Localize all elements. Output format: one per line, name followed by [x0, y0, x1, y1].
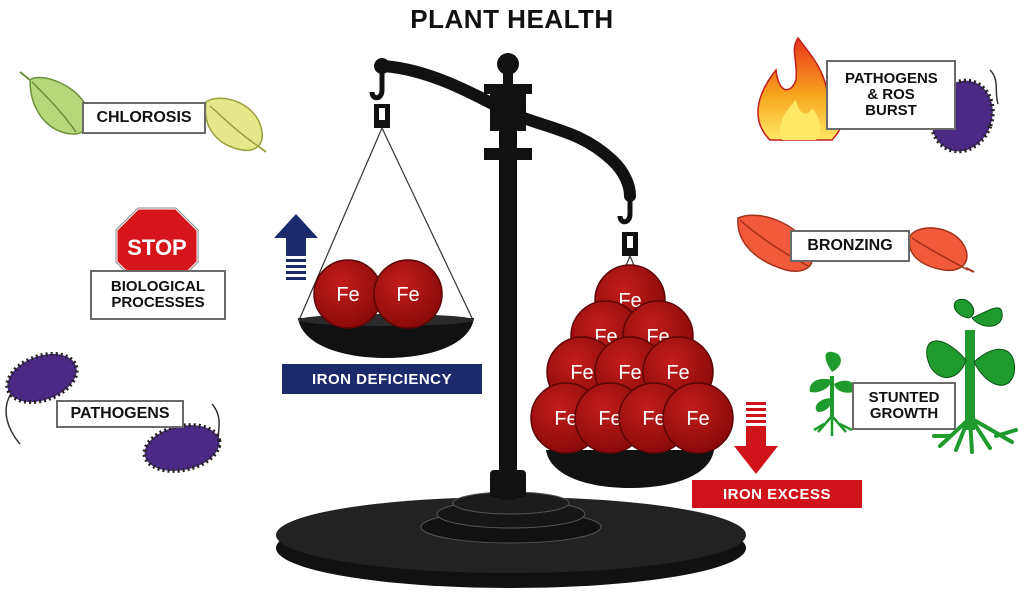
symptom-chlorosis: CHLOROSIS [82, 102, 206, 134]
iron-excess-label: IRON EXCESS [692, 480, 862, 508]
iron-ball-circle [373, 259, 443, 329]
iron-ball-label: Fe [598, 408, 621, 430]
symptom-pathogens-text: PATHOGENS [70, 404, 170, 422]
iron-ball-deficiency: Fe [313, 259, 383, 329]
bronze-leaf-icon [908, 227, 975, 273]
pathogen-icon [142, 403, 222, 473]
scale-base [276, 491, 746, 588]
iron-ball-label: Fe [686, 408, 709, 430]
symptom-stunted-growth-text: STUNTED GROWTH [868, 389, 940, 422]
iron-ball-label: Fe [336, 284, 359, 306]
symptom-bronzing-text: BRONZING [807, 236, 893, 254]
iron-deficiency-label: IRON DEFICIENCY [282, 364, 482, 394]
iron-ball-circle [662, 382, 734, 454]
iron-ball-label: Fe [554, 408, 577, 430]
symptom-pathogens-ros-burst: PATHOGENS & ROS BURST [826, 60, 956, 130]
symptom-bronzing: BRONZING [790, 230, 910, 262]
small-plant-icon [809, 351, 855, 436]
iron-ball-label: Fe [570, 362, 593, 384]
iron-ball-label: Fe [618, 362, 641, 384]
symptom-biological-processes-text: BIOLOGICAL PROCESSES [110, 278, 206, 311]
symptom-pathogens-ros-burst-text: PATHOGENS & ROS BURST [845, 70, 938, 119]
chlorosis-leaf-icon [19, 71, 90, 135]
iron-ball-deficiency: Fe [373, 259, 443, 329]
large-plant-icon [926, 298, 1018, 454]
stop-sign-text: STOP [127, 235, 187, 260]
down-arrow-icon [734, 402, 778, 474]
iron-ball-label: Fe [666, 362, 689, 384]
up-arrow-icon [274, 214, 318, 280]
stop-sign-icon: STOP [114, 206, 200, 286]
symptom-stunted-growth: STUNTED GROWTH [852, 382, 956, 430]
symptom-pathogens: PATHOGENS [56, 400, 184, 428]
pathogen-icon [5, 351, 79, 445]
yellow-leaf-icon [204, 97, 267, 153]
deficiency-pan [298, 127, 474, 358]
iron-ball-excess: Fe [662, 382, 734, 454]
scale-beam [369, 58, 638, 256]
diagram-title: PLANT HEALTH [410, 4, 614, 34]
symptom-biological-processes: BIOLOGICAL PROCESSES [90, 270, 226, 320]
iron-ball-label: Fe [642, 408, 665, 430]
symptom-chlorosis-text: CHLOROSIS [96, 108, 192, 126]
iron-ball-label: Fe [396, 284, 419, 306]
